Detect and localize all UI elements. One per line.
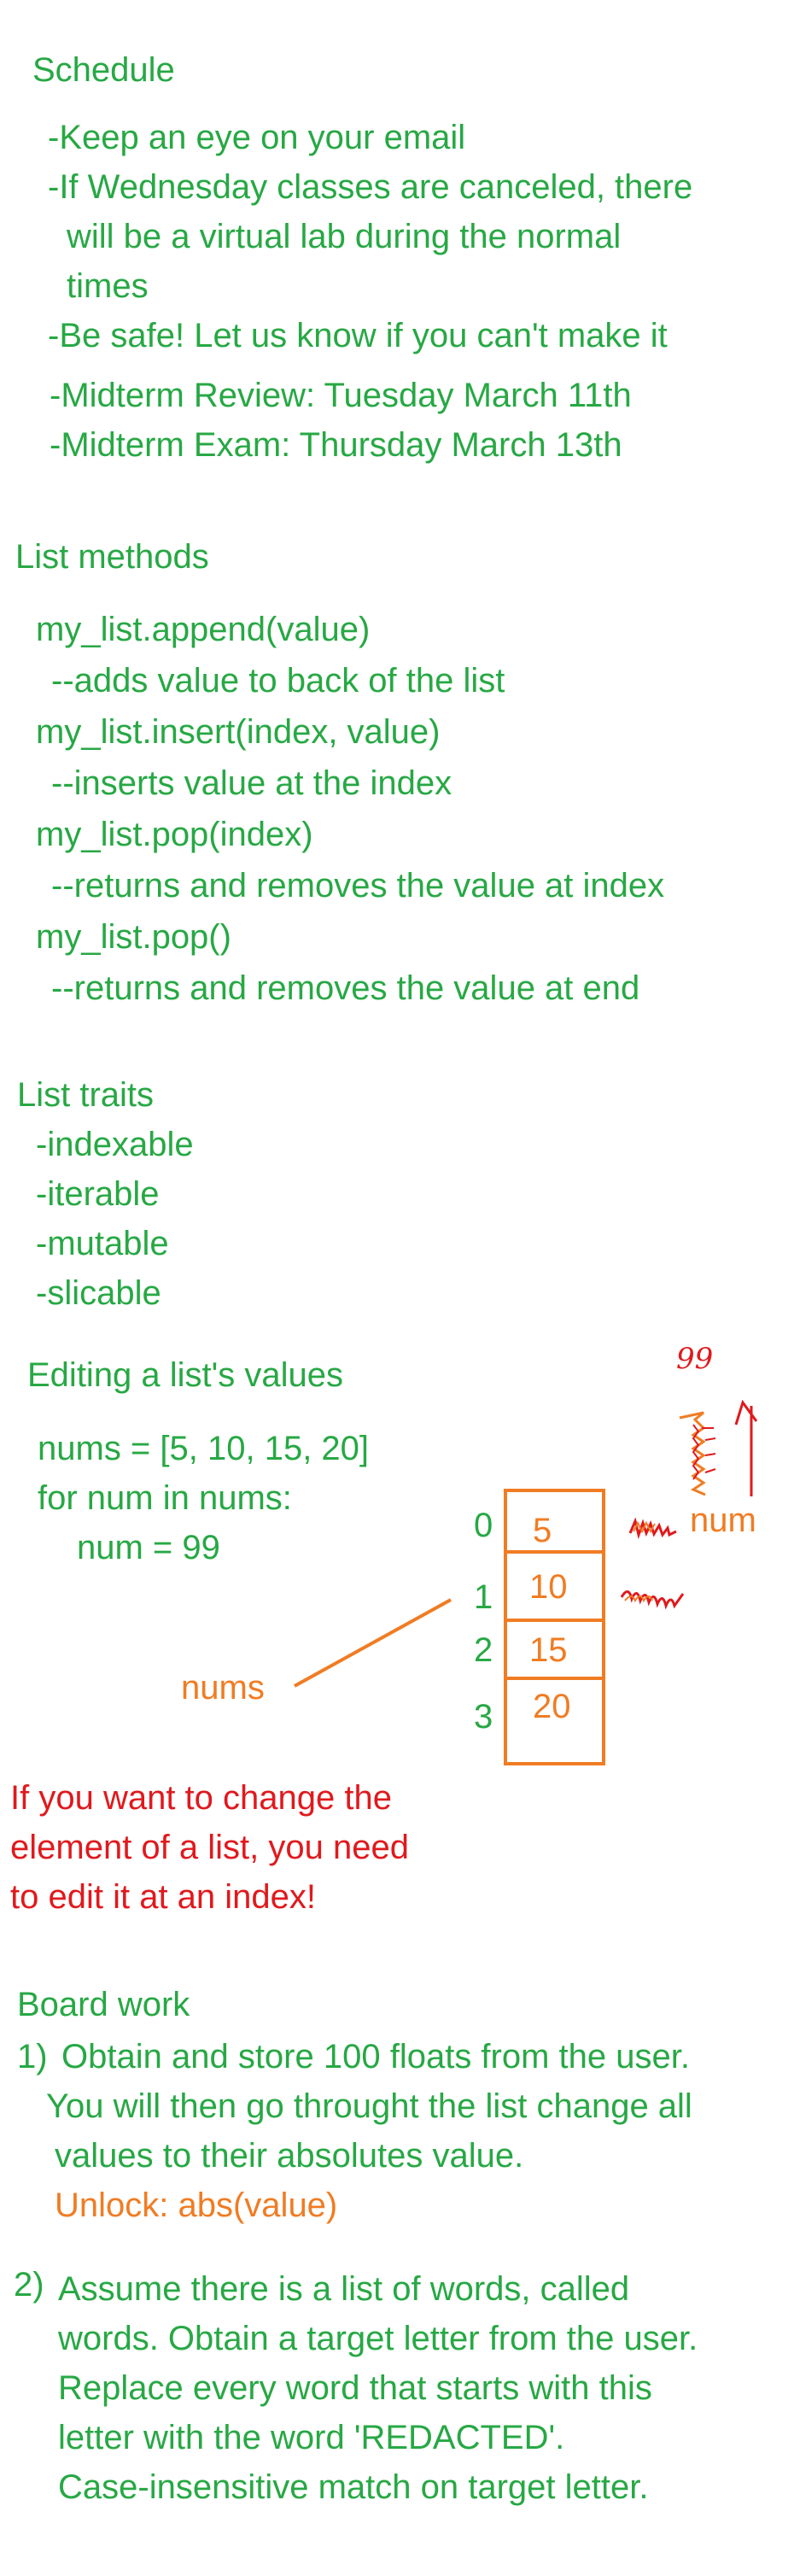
- board-work-heading: Board work: [17, 1986, 190, 2023]
- problem-line: Replace every word that starts with this: [58, 2369, 652, 2407]
- problem-line: Obtain and store 100 floats from the use…: [61, 2038, 690, 2075]
- schedule-line: -Be safe! Let us know if you can't make …: [48, 317, 668, 354]
- schedule-line: -Midterm Exam: Thursday March 13th: [50, 426, 622, 464]
- cell-value: 5: [533, 1512, 552, 1549]
- problem-number: 1): [17, 2038, 48, 2075]
- code-line: nums = [5, 10, 15, 20]: [38, 1430, 370, 1467]
- index-label: 3: [474, 1698, 493, 1736]
- method-line: --adds value to back of the list: [51, 662, 505, 700]
- schedule-line: -Midterm Review: Tuesday March 11th: [50, 377, 632, 414]
- method-line: my_list.pop(index): [36, 816, 313, 853]
- scribble-cell1-orange: [624, 1595, 653, 1603]
- list-traits-heading: List traits: [17, 1076, 155, 1114]
- scribble-cell1: [620, 1590, 685, 1610]
- schedule-line: will be a virtual lab during the normal: [67, 218, 622, 255]
- trait-item: -indexable: [36, 1126, 194, 1163]
- list-methods-heading: List methods: [15, 538, 209, 576]
- problem-number: 2): [14, 2266, 44, 2304]
- cell-value: 10: [529, 1568, 568, 1606]
- index-label: 1: [474, 1578, 493, 1616]
- squiggle-column-red: [692, 1424, 700, 1480]
- note-line: to edit it at an index!: [10, 1878, 317, 1916]
- method-line: --inserts value at the index: [51, 764, 452, 802]
- list-box: [504, 1489, 605, 1765]
- problem-line: Case-insensitive match on target letter.: [58, 2468, 649, 2506]
- trait-item: -iterable: [36, 1175, 160, 1213]
- schedule-line: -If Wednesday classes are canceled, ther…: [48, 168, 693, 206]
- trait-item: -mutable: [36, 1225, 169, 1262]
- arrow-up-head: [734, 1399, 758, 1426]
- schedule-line: -Keep an eye on your email: [48, 119, 466, 156]
- note-line: If you want to change the: [10, 1779, 392, 1817]
- problem-line: letter with the word 'REDACTED'.: [58, 2419, 565, 2456]
- index-label: 2: [474, 1631, 493, 1669]
- method-line: --returns and removes the value at end: [51, 969, 640, 1007]
- method-line: --returns and removes the value at index: [51, 867, 665, 905]
- trait-item: -slicable: [36, 1274, 161, 1312]
- squiggle-column: [679, 1411, 706, 1496]
- problem-line: words. Obtain a target letter from the u…: [58, 2320, 698, 2357]
- unlock-hint: Unlock: abs(value): [55, 2187, 338, 2224]
- method-line: my_list.pop(): [36, 918, 231, 956]
- scribble-99: 99: [676, 1342, 714, 1376]
- method-line: my_list.insert(index, value): [36, 713, 441, 751]
- code-line: num = 99: [77, 1529, 220, 1566]
- note-line: element of a list, you need: [10, 1829, 409, 1866]
- code-line: for num in nums:: [38, 1479, 292, 1517]
- cell-value: 20: [533, 1688, 571, 1725]
- problem-line: values to their absolutes value.: [55, 2137, 524, 2175]
- editing-heading: Editing a list's values: [27, 1356, 344, 1394]
- schedule-heading: Schedule: [32, 51, 175, 89]
- cell-value: 15: [529, 1631, 568, 1669]
- num-label: num: [690, 1502, 756, 1539]
- problem-line: Assume there is a list of words, called: [58, 2270, 630, 2308]
- problem-line: You will then go throught the list chang…: [46, 2087, 692, 2125]
- scribble-cell0-orange: [633, 1520, 656, 1534]
- index-label: 0: [474, 1507, 493, 1544]
- nums-pointer-line: [294, 1598, 452, 1688]
- method-line: my_list.append(value): [36, 611, 371, 648]
- nums-label: nums: [181, 1669, 265, 1707]
- schedule-line: times: [67, 267, 149, 305]
